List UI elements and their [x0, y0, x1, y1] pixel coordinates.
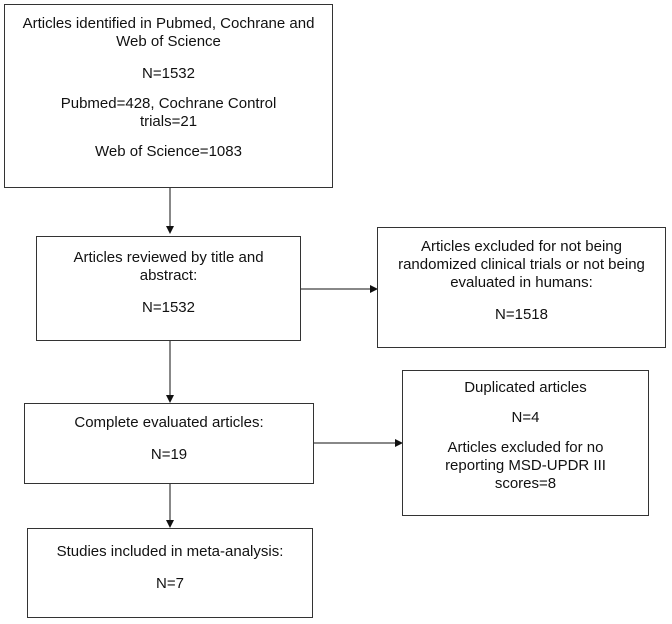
excluded-other-reason: Articles excluded for no reporting MSD-U…: [445, 439, 606, 492]
identified-title: Articles identified in Pubmed, Cochrane …: [22, 15, 315, 50]
identified-box: Articles identified in Pubmed, Cochrane …: [4, 4, 333, 188]
included-n: N=7: [156, 575, 184, 592]
excluded-not-rct-n: N=1518: [495, 306, 548, 323]
excluded-other-box: Duplicated articles N=4 Articles exclude…: [402, 370, 649, 516]
reviewed-title: Articles reviewed by title and abstract:: [73, 249, 264, 284]
excluded-other-n: N=4: [511, 409, 540, 426]
complete-n: N=19: [150, 446, 188, 463]
excluded-not-rct-box: Articles excluded for not being randomiz…: [377, 227, 666, 348]
complete-title: Complete evaluated articles:: [74, 414, 264, 431]
excluded-not-rct-title: Articles excluded for not being randomiz…: [398, 238, 645, 291]
identified-sources-b: Web of Science=1083: [95, 143, 242, 160]
identified-n: N=1532: [142, 65, 195, 82]
reviewed-box: Articles reviewed by title and abstract:…: [36, 236, 301, 341]
identified-sources-a: Pubmed=428, Cochrane Control trials=21: [60, 95, 277, 130]
excluded-other-title: Duplicated articles: [464, 379, 587, 396]
complete-box: Complete evaluated articles: N=19: [24, 403, 314, 484]
included-title: Studies included in meta-analysis:: [56, 543, 284, 560]
included-box: Studies included in meta-analysis: N=7: [27, 528, 313, 618]
reviewed-n: N=1532: [142, 299, 195, 316]
